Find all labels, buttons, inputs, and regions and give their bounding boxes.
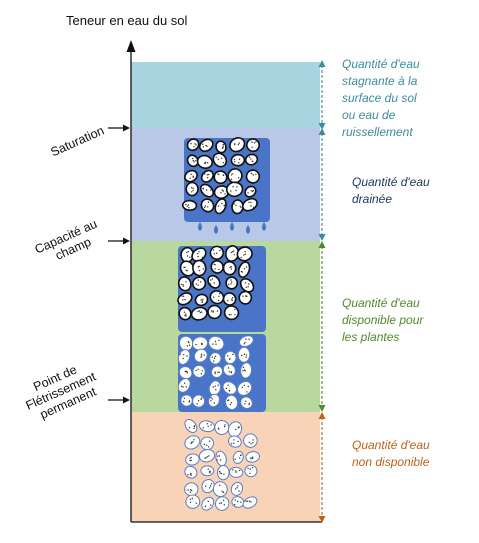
soil-aggregate [231, 199, 244, 215]
soil-aggregate [222, 381, 237, 395]
range-arrow-non-disponible [318, 412, 326, 523]
soil-aggregate [216, 465, 230, 481]
soil-aggregate [243, 433, 258, 448]
soil-aggregate [181, 199, 198, 212]
soil-aggregate [185, 453, 200, 466]
soil-aggregate [240, 362, 253, 379]
soil-aggregate [207, 274, 221, 289]
zone-label-drainee: Quantité d'eau drainée [352, 175, 433, 206]
saturation-marker-arrow [108, 124, 130, 132]
soil-aggregate [239, 277, 255, 293]
soil-aggregate [240, 396, 253, 410]
soil-aggregate [222, 292, 237, 306]
drainage-water-drops [198, 222, 266, 234]
soil-aggregate [196, 154, 214, 169]
soil-aggregate [238, 335, 254, 347]
soil-aggregate [186, 138, 200, 152]
soil-aggregate [230, 481, 244, 496]
soil-aggregate [200, 198, 215, 213]
soil-aggregate [193, 348, 208, 363]
soil-aggregate [214, 496, 230, 511]
soil-aggregate [178, 306, 192, 321]
soil-aggregate [238, 290, 253, 305]
soil-aggregate [209, 352, 222, 365]
soil-aggregate [225, 276, 239, 290]
soil-aggregate [200, 465, 215, 477]
soil-aggregate [237, 261, 251, 278]
soil-aggregate [184, 169, 198, 183]
level-label-saturation: Saturation [48, 123, 106, 159]
soil-aggregate [237, 380, 253, 396]
soil-aggregate [244, 464, 258, 478]
soil-aggregate [192, 276, 207, 291]
fletrissement-marker-arrow [108, 396, 130, 404]
soil-aggregate [244, 153, 259, 166]
soil-aggregate [213, 170, 228, 185]
soil-aggregate [232, 450, 244, 465]
water-drop [214, 225, 218, 234]
soil-aggregate [201, 496, 215, 511]
soil-aggregate [244, 185, 257, 198]
soil-aggregate [225, 181, 244, 198]
water-drop [262, 222, 266, 231]
soil-sample-wilting-point [184, 418, 261, 511]
soil-aggregate [177, 349, 191, 365]
level-label-fletrissement: Point de Flétrissement permanent [18, 355, 107, 425]
zone-label-disponible: Quantité d'eau disponible pour les plant… [342, 296, 427, 344]
soil-aggregate [192, 259, 207, 277]
soil-aggregate [190, 306, 208, 321]
soil-sample-available-water [177, 334, 266, 412]
range-arrow-disponible [318, 241, 326, 412]
water-drop [246, 225, 250, 234]
soil-sample-saturated [181, 137, 270, 222]
soil-aggregate [192, 364, 206, 378]
soil-aggregate [177, 276, 192, 292]
soil-aggregate [185, 494, 201, 509]
soil-aggregate [245, 169, 261, 184]
soil-aggregate [178, 366, 193, 380]
zone-ruissellement-band [131, 62, 320, 128]
soil-aggregate [222, 260, 237, 276]
soil-aggregate [210, 365, 224, 379]
capacite-marker-arrow [108, 237, 130, 245]
y-axis-label: Teneur en eau du sol [66, 13, 188, 28]
soil-aggregate [212, 481, 228, 497]
soil-aggregate [208, 335, 225, 351]
soil-aggregate [242, 496, 258, 509]
soil-aggregate [207, 304, 222, 320]
range-arrow-drainee [318, 128, 326, 241]
zone-label-ruissellement: Quantité d'eau stagnante à la surface du… [342, 57, 423, 139]
soil-sample-field-capacity [177, 245, 266, 332]
soil-aggregate [177, 378, 191, 393]
range-arrow-ruissellement [318, 60, 326, 130]
soil-aggregate [180, 394, 193, 407]
soil-aggregate [198, 449, 216, 463]
soil-aggregate [214, 198, 227, 215]
soil-aggregate [222, 363, 236, 377]
water-drop [230, 222, 234, 231]
soil-aggregate [224, 350, 237, 365]
water-drop [198, 222, 202, 231]
soil-aggregate [230, 153, 246, 167]
level-label-capacite: Capacité au champ [33, 215, 109, 269]
zone-label-non-disponible: Quantité d'eau non disponible [352, 438, 433, 469]
soil-aggregate [185, 181, 199, 197]
y-axis-arrowhead [126, 40, 136, 52]
soil-aggregate [212, 152, 228, 168]
soil-aggregate [229, 137, 246, 153]
soil-aggregate [184, 418, 198, 434]
